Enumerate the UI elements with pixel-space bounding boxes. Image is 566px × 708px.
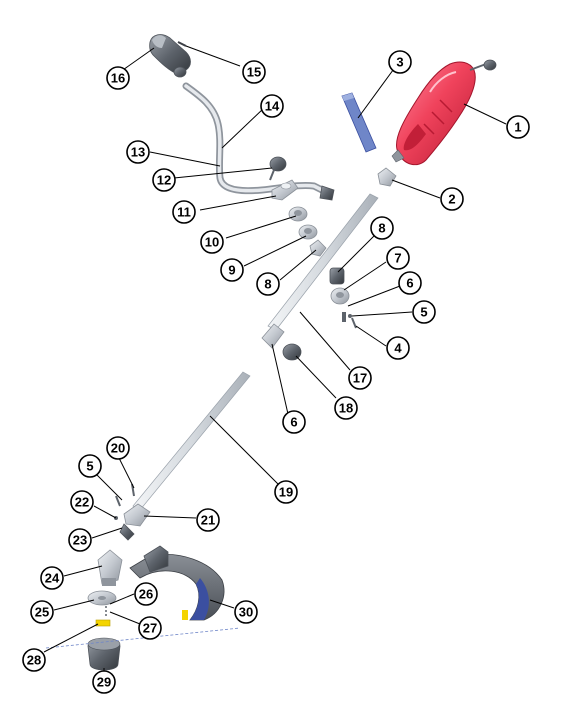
- svg-text:11: 11: [177, 205, 191, 220]
- svg-text:26: 26: [139, 587, 153, 602]
- svg-text:5: 5: [420, 305, 427, 320]
- svg-text:25: 25: [35, 605, 49, 620]
- callout-22: 22: [70, 490, 94, 514]
- svg-text:13: 13: [131, 145, 145, 160]
- callout-8-left: 8: [256, 272, 280, 296]
- svg-text:1: 1: [514, 120, 521, 135]
- part-shaft-knob: [282, 343, 302, 361]
- part-gearhead-clamp: [119, 503, 151, 541]
- callout-25: 25: [30, 600, 54, 624]
- callout-30: 30: [234, 600, 258, 624]
- callout-4: 4: [386, 336, 410, 360]
- part-shaft-sleeve: [261, 323, 285, 349]
- svg-text:8: 8: [378, 221, 385, 236]
- part-clamp-bracket: [298, 224, 318, 240]
- callout-6: 6: [398, 271, 422, 295]
- callout-14: 14: [260, 94, 284, 118]
- callout-5-lower: 5: [78, 454, 102, 478]
- callout-6-lower: 6: [282, 410, 306, 434]
- callout-28: 28: [22, 648, 46, 672]
- svg-text:7: 7: [394, 251, 401, 266]
- part-small-hardware: [342, 312, 357, 329]
- callout-15: 15: [242, 60, 266, 84]
- callout-11: 11: [172, 200, 196, 224]
- svg-text:18: 18: [339, 401, 353, 416]
- callout-7: 7: [386, 246, 410, 270]
- svg-text:10: 10: [205, 235, 219, 250]
- part-washer: [87, 590, 117, 606]
- callouts: 1 2 3 4 5 6 7 8 5 6 8 9 10 11 12 13 14 1…: [22, 50, 530, 694]
- svg-text:12: 12: [157, 173, 171, 188]
- part-guard: [129, 545, 225, 621]
- svg-text:29: 29: [97, 675, 111, 690]
- svg-text:17: 17: [353, 371, 367, 386]
- callout-26: 26: [134, 582, 158, 606]
- callout-5: 5: [412, 300, 436, 324]
- callout-8: 8: [370, 216, 394, 240]
- callout-17: 17: [348, 366, 372, 390]
- svg-text:20: 20: [111, 441, 125, 456]
- callout-27: 27: [138, 616, 162, 640]
- svg-text:14: 14: [265, 99, 280, 114]
- svg-text:2: 2: [448, 192, 455, 207]
- part-handle-clamp: [271, 179, 299, 201]
- callout-24: 24: [40, 566, 64, 590]
- part-sleeve: [329, 267, 345, 285]
- callout-12: 12: [152, 168, 176, 192]
- svg-text:21: 21: [201, 513, 215, 528]
- part-clamp-lower: [288, 206, 308, 222]
- callout-19: 19: [274, 480, 298, 504]
- callout-21: 21: [196, 508, 220, 532]
- callout-13: 13: [126, 140, 150, 164]
- callout-16: 16: [106, 66, 130, 90]
- part-grip: [149, 34, 191, 78]
- callout-23: 23: [68, 528, 92, 552]
- part-handle-knob: [269, 156, 287, 181]
- svg-text:19: 19: [279, 485, 293, 500]
- part-trimmer-line: [95, 619, 111, 627]
- part-handle-bar: [182, 82, 335, 201]
- callout-9: 9: [220, 258, 244, 282]
- part-lower-shaft: [132, 371, 251, 511]
- svg-text:5: 5: [86, 459, 93, 474]
- leader-lines: [43, 45, 507, 672]
- svg-text:4: 4: [394, 341, 402, 356]
- svg-text:9: 9: [228, 263, 235, 278]
- part-gear-head: [97, 549, 123, 586]
- svg-text:6: 6: [406, 276, 413, 291]
- svg-text:6: 6: [290, 415, 297, 430]
- callout-20: 20: [106, 436, 130, 460]
- svg-text:16: 16: [111, 71, 125, 86]
- callout-29: 29: [92, 670, 116, 694]
- svg-text:30: 30: [239, 605, 253, 620]
- svg-text:27: 27: [143, 621, 157, 636]
- part-plate: [341, 92, 377, 153]
- part-clamp-ring: [330, 287, 350, 305]
- part-upper-shaft: [267, 193, 379, 331]
- callout-2: 2: [440, 187, 464, 211]
- svg-text:24: 24: [45, 571, 60, 586]
- svg-text:22: 22: [75, 495, 89, 510]
- svg-text:3: 3: [396, 55, 403, 70]
- part-coupler: [377, 167, 397, 187]
- svg-text:8: 8: [264, 277, 271, 292]
- svg-text:23: 23: [73, 533, 87, 548]
- spool-guide-line: [45, 627, 241, 649]
- callout-1: 1: [506, 115, 530, 139]
- part-engine-housing: [391, 59, 497, 166]
- svg-text:15: 15: [247, 65, 261, 80]
- callout-10: 10: [200, 230, 224, 254]
- svg-text:28: 28: [27, 653, 41, 668]
- callout-3: 3: [388, 50, 412, 74]
- callout-18: 18: [334, 396, 358, 420]
